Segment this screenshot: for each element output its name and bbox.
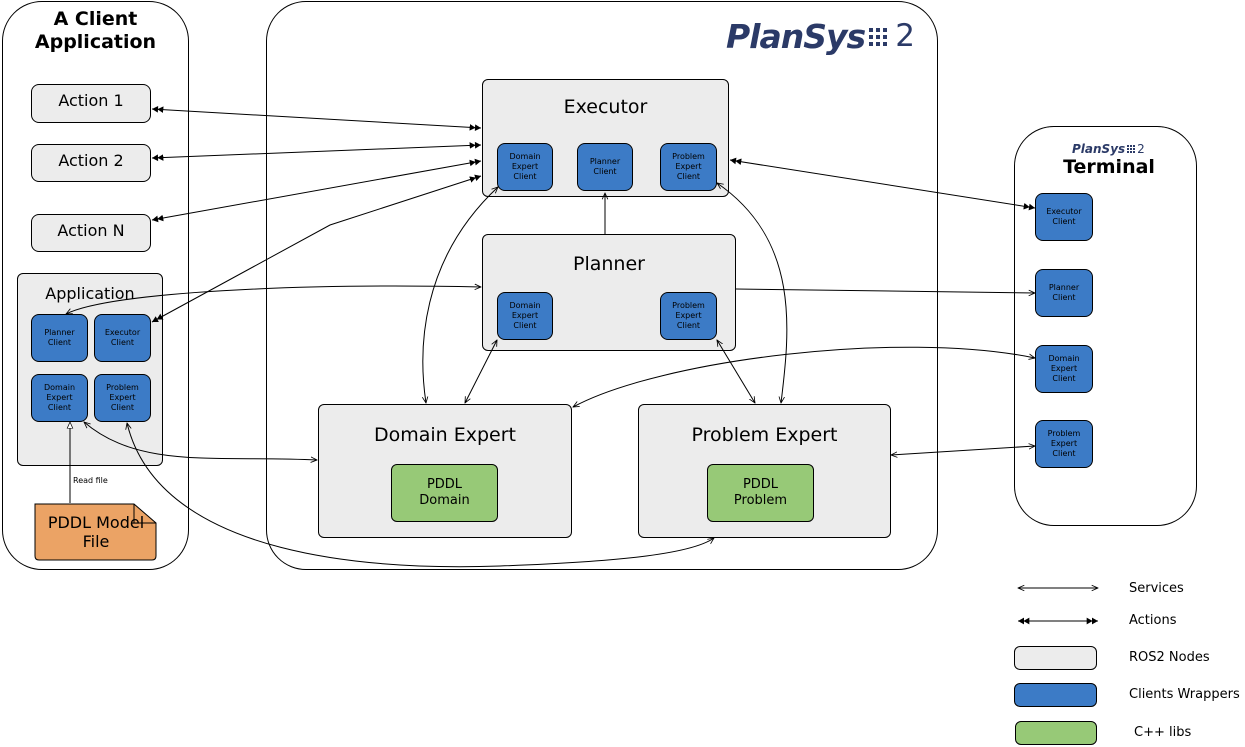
action-2-node: Action 2 [31,144,151,182]
terminal-logo-suffix: 2 [1137,142,1145,156]
problem-expert-title: Problem Expert [691,424,838,446]
terminal-executor-client: Executor Client [1035,193,1093,241]
executor-domain-expert-client: Domain Expert Client [497,143,553,191]
terminal-domain-client-to-domain-expert-arrow [573,346,1035,407]
terminal-problem-expert-client: Problem Expert Client [1035,420,1093,468]
legend-services-label: Services [1129,581,1184,596]
app-executor-client-arrow [151,174,482,323]
legend-clients-wrappers-swatch [1014,683,1097,707]
planner-problem-client-to-problem-expert-arrow [717,340,755,403]
executor-terminal-arrow [729,157,1036,211]
legend-actions-label: Actions [1129,613,1177,628]
app-domain-client-to-domain-expert-arrow [84,422,317,460]
planner-terminal-arrow [735,288,1035,293]
app-problem-expert-client: Problem Expert Client [94,374,151,422]
executor-problem-client-to-problem-expert-arrow [717,183,788,403]
app-domain-expert-client: Domain Expert Client [31,374,88,422]
action-2-executor-arrow [151,141,482,162]
terminal-logo-text: PlanSys [1072,142,1126,156]
legend-services-arrow [1012,582,1102,594]
plansys2-logo: PlanSys 2 [726,16,915,56]
planner-domain-client-to-domain-expert-arrow [465,340,497,403]
legend-cpp-libs-swatch [1015,721,1097,745]
plansys2-logo-suffix: 2 [895,18,915,54]
legend-cpp-libs-label: C++ libs [1134,725,1192,740]
legend-ros2-nodes-swatch [1014,646,1097,670]
action-n-node: Action N [31,214,151,252]
executor-domain-client-to-domain-expert-arrow [423,187,498,403]
legend-clients-wrappers-label: Clients Wrappers [1129,687,1240,702]
executor-planner-client: Planner Client [577,143,633,191]
terminal-domain-expert-client: Domain Expert Client [1035,345,1093,393]
planner-problem-expert-client: Problem Expert Client [660,292,717,340]
terminal-logo: PlanSys 2 [1072,141,1145,157]
terminal-title: Terminal [1063,156,1155,178]
app-planner-client: Planner Client [31,314,88,362]
terminal-problem-client-to-problem-expert-arrow [891,446,1035,455]
plansys2-logo-text: PlanSys [726,16,866,56]
action-1-node: Action 1 [31,84,151,123]
app-executor-client: Executor Client [94,314,151,362]
action-n-executor-arrow [151,158,482,223]
legend-actions-arrow [1017,617,1098,625]
terminal-logo-dots-icon [1127,144,1136,153]
executor-title: Executor [563,96,648,118]
action-1-executor-arrow [151,106,482,131]
app-planner-service-arrow [66,286,481,314]
legend-ros2-nodes-label: ROS2 Nodes [1129,650,1210,665]
planner-domain-expert-client: Domain Expert Client [497,292,553,340]
read-file-label: Read file [73,476,108,485]
pddl-problem-lib: PDDL Problem [707,464,814,522]
client-application-title: A Client Application [34,8,157,53]
plansys2-logo-dots-icon [869,28,888,46]
executor-problem-expert-client: Problem Expert Client [660,143,717,191]
planner-title: Planner [573,253,645,275]
app-problem-client-to-problem-expert-arrow [127,423,714,568]
